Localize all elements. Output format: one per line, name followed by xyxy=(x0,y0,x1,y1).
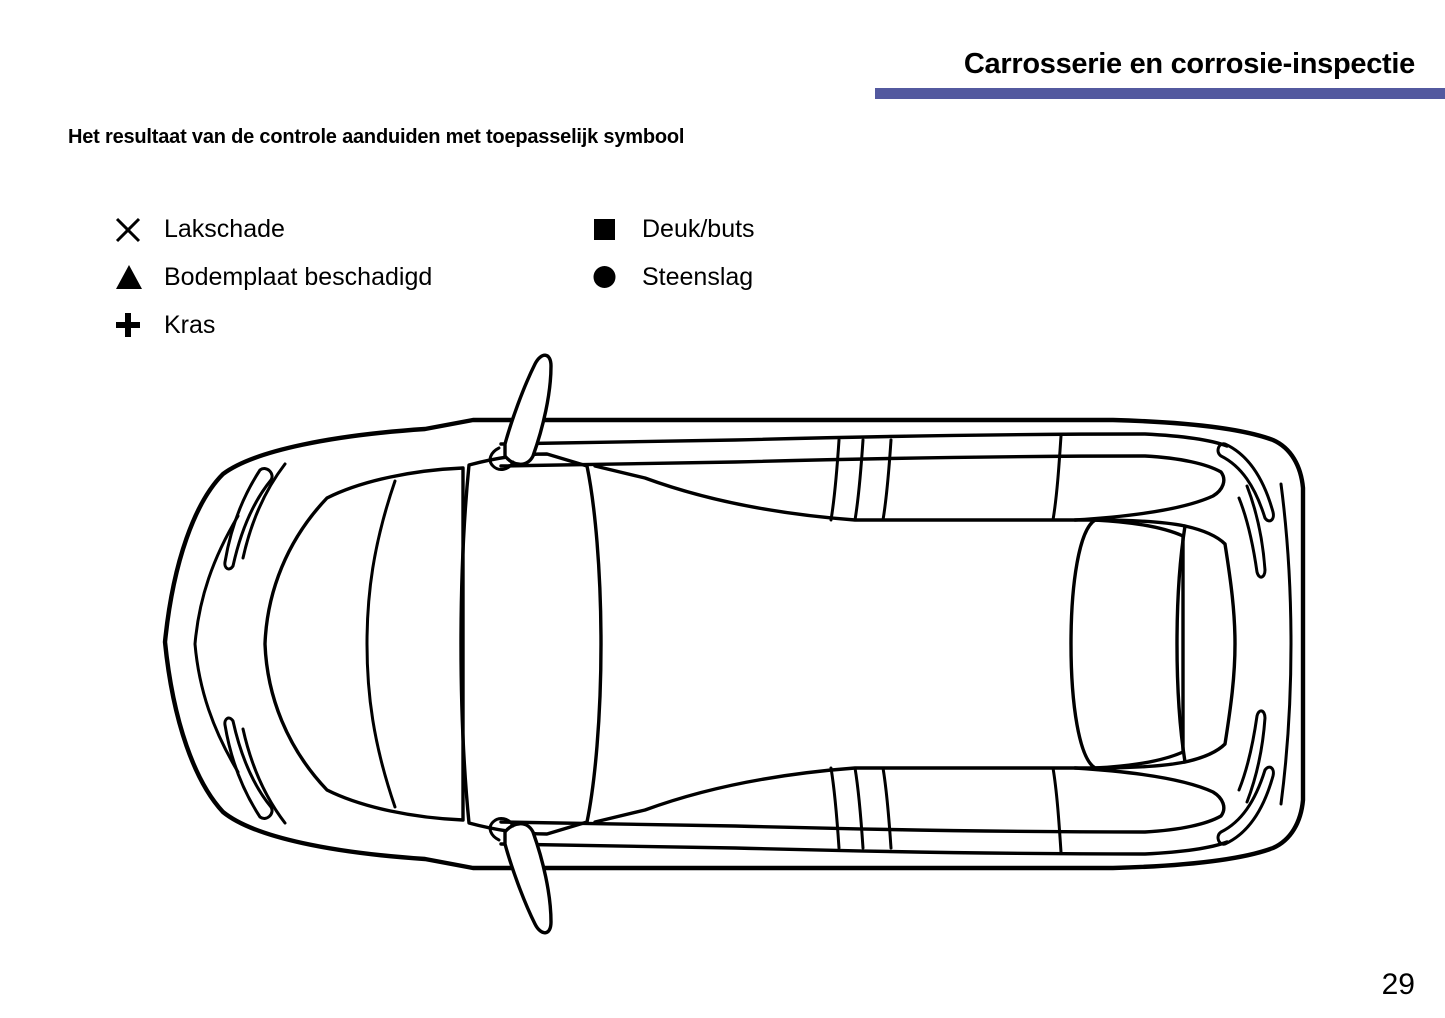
roof-panel xyxy=(593,464,1185,824)
page-header: Carrosserie en corrosie-inspectie xyxy=(0,0,1445,100)
mirror-left-stem xyxy=(488,446,515,471)
upper-door-band xyxy=(499,454,1226,522)
taillight-rear-right-icon xyxy=(1216,765,1275,846)
legend-item-steenslag: Steenslag xyxy=(592,260,753,294)
mirror-left-icon xyxy=(503,353,553,466)
legend-item-label: Lakschade xyxy=(164,214,285,243)
rear-bumper-line xyxy=(1279,482,1293,806)
car-body-outline xyxy=(162,417,1306,871)
lower-door-seam-3 xyxy=(881,766,893,850)
taillight-rear-left-icon xyxy=(1216,442,1275,523)
page-number: 29 xyxy=(1381,968,1415,1001)
legend-heading: Het resultaat van de controle aanduiden … xyxy=(68,126,685,148)
legend-item-label: Bodemplaat beschadigd xyxy=(164,262,433,291)
legend-section: Het resultaat van de controle aanduiden … xyxy=(68,126,968,337)
legend-item-bodemplaat: Bodemplaat beschadigd xyxy=(114,260,432,294)
lower-door-band xyxy=(499,766,1226,834)
windshield-panel xyxy=(459,452,603,836)
circle-icon xyxy=(592,263,628,291)
legend-item-label: Steenslag xyxy=(642,262,754,291)
lower-door-seam-1 xyxy=(829,766,841,850)
legend-item-label: Deuk/buts xyxy=(642,214,755,243)
car-top-view-diagram[interactable] xyxy=(95,330,1335,960)
page-title: Carrosserie en corrosie-inspectie xyxy=(963,48,1415,80)
mirror-right-icon xyxy=(503,822,553,935)
legend-item-label: Kras xyxy=(164,310,216,339)
lower-door-seam-2 xyxy=(853,766,865,850)
mirror-right-stem xyxy=(488,817,515,842)
lower-rear-door-seam xyxy=(1051,766,1063,854)
headlight-front-right-inner-icon xyxy=(241,727,287,825)
trunk-panel xyxy=(1069,518,1187,770)
headlight-front-left-inner-icon xyxy=(241,462,287,560)
upper-side-glass-line xyxy=(499,432,1229,448)
upper-door-seam-1 xyxy=(829,438,841,522)
upper-door-seam-3 xyxy=(881,438,893,522)
plus-icon xyxy=(114,311,150,339)
front-bumper-line xyxy=(193,514,240,774)
headlight-front-right-icon xyxy=(223,716,274,820)
triangle-icon xyxy=(114,263,150,291)
taillight-rear-left-inner-icon xyxy=(1237,484,1267,579)
upper-rear-door-seam xyxy=(1051,434,1063,522)
taillight-rear-right-inner-icon xyxy=(1237,709,1267,804)
legend-item-kras: Kras xyxy=(114,308,215,342)
rear-window-panel xyxy=(1175,524,1237,764)
hood-seam xyxy=(365,479,397,809)
title-underline-rule xyxy=(875,88,1445,99)
legend-item-lakschade: Lakschade xyxy=(114,212,285,246)
car-outline-svg xyxy=(162,353,1306,935)
upper-door-seam-2 xyxy=(853,438,865,522)
x-mark-icon xyxy=(114,215,150,243)
lower-side-glass-line xyxy=(499,840,1229,856)
headlight-front-left-icon xyxy=(223,467,274,571)
square-icon xyxy=(592,215,628,243)
legend-item-deuk-buts: Deuk/buts xyxy=(592,212,755,246)
hood-panel xyxy=(263,466,465,822)
